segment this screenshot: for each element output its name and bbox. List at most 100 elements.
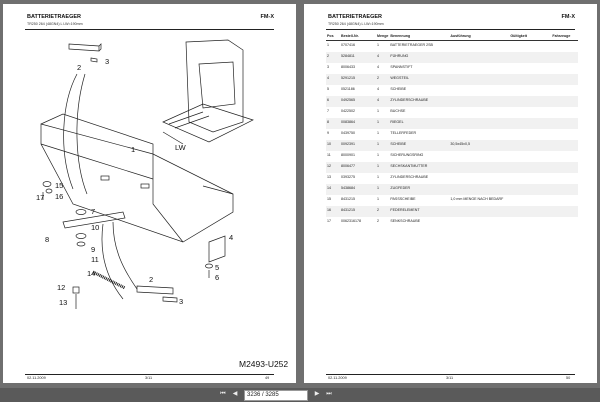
cell-vehicles: [551, 195, 578, 206]
callout-5: 5: [215, 263, 219, 272]
leader-curve-d: [112, 221, 138, 290]
cell-description: SPANNSTIFT: [390, 65, 413, 69]
col-pos: Pos: [326, 32, 340, 41]
cell-description: SECHSKANTMUTTER: [389, 162, 450, 173]
cell-execution: [449, 151, 509, 162]
cell-validity: [509, 217, 551, 228]
cell-validity: [509, 52, 552, 63]
lw-label: LW: [175, 143, 187, 152]
cell-order-number: 0393275: [341, 175, 355, 179]
guide-bar-top-end: [98, 43, 102, 52]
cell-order-number: 0092391: [340, 140, 376, 151]
cell-execution: [449, 107, 509, 118]
cell-order-number: 0439750: [341, 131, 355, 135]
tension-spring: [92, 270, 126, 290]
parts-table: Pos Bestell-Nr. Menge Benennung Ausführu…: [326, 32, 578, 228]
cell-order-number: 8000901: [341, 153, 355, 157]
washer-16: [45, 188, 53, 194]
cell-quantity: 1: [377, 197, 379, 201]
guide-bar-top: [68, 43, 100, 52]
cell-vehicles: [551, 96, 578, 107]
cell-order-number: 0492565: [340, 96, 376, 107]
cell-pos: 14: [326, 184, 340, 195]
cell-order-number: 0083864: [340, 118, 376, 129]
prev-page-icon[interactable]: ◀: [232, 391, 238, 397]
right-footer-page: 50: [566, 376, 571, 380]
cell-quantity: 2: [376, 206, 390, 217]
next-page-icon[interactable]: ▶: [314, 391, 320, 397]
cell-execution: 1,0 mm MENGE NACH BEDARF: [450, 197, 504, 201]
cell-vehicles: [551, 140, 578, 151]
last-page-icon[interactable]: ⏭: [326, 391, 332, 397]
cell-pos: 8: [326, 118, 340, 129]
cell-execution: [449, 85, 509, 96]
cell-validity: [509, 140, 552, 151]
truck-mast-outline: [185, 39, 244, 133]
cell-validity: [509, 118, 552, 129]
cell-pos: 3: [327, 65, 329, 69]
callout-10: 10: [91, 223, 99, 232]
callout-11: 11: [91, 255, 99, 264]
cell-pos: 10: [326, 140, 340, 151]
page-indicator-field[interactable]: 3236 / 3285: [244, 390, 308, 401]
cell-pos: 7: [327, 109, 329, 113]
cell-order-number: 8006433: [341, 65, 355, 69]
cell-execution: [449, 162, 510, 173]
exploded-parts-drawing: 2 3 1 4 5 6 7 8 9 10 11 12 13 14 15 16 1…: [36, 39, 254, 309]
right-header-subtitle: TR250 264 (48GN4) L LW=190mm: [328, 22, 384, 26]
cell-pos: 2: [326, 52, 340, 63]
truck-base-plate: [162, 103, 254, 143]
cell-validity: [509, 206, 552, 217]
first-page-icon[interactable]: ⏮: [220, 391, 226, 397]
left-footer-rule: [25, 374, 274, 375]
callout-7: 7: [91, 207, 95, 216]
cell-vehicles: [551, 129, 578, 140]
cell-pos: 11: [327, 153, 331, 157]
callout-6: 6: [215, 273, 219, 282]
cell-description: WEGSTEIL: [389, 74, 450, 85]
col-description: Benennung: [389, 32, 450, 41]
left-header-rule: [25, 29, 274, 30]
cell-vehicles: [551, 52, 578, 63]
left-header-subtitle: TR250 264 (48GN4) L LW=190mm: [27, 22, 83, 26]
callout-2-bottom: 2: [149, 275, 153, 284]
cell-quantity: 1: [377, 153, 379, 157]
cell-validity: [509, 129, 551, 140]
cell-vehicles: [551, 217, 578, 228]
right-footer-date: 02.11.2009: [328, 376, 347, 380]
callout-17: 17: [36, 193, 44, 202]
callout-2-top: 2: [77, 63, 81, 72]
callout-14: 14: [87, 269, 95, 278]
cell-vehicles: [551, 74, 578, 85]
left-footer-date: 02.11.2009: [27, 376, 46, 380]
cell-quantity: 1: [376, 140, 390, 151]
cell-execution: [449, 63, 509, 74]
col-execution: Ausführung: [449, 32, 510, 41]
parts-table-header: Pos Bestell-Nr. Menge Benennung Ausführu…: [326, 32, 578, 41]
cell-vehicles: [551, 206, 578, 217]
col-quantity: Menge: [376, 32, 390, 41]
cell-description: SCHEIBE: [389, 140, 450, 151]
cell-order-number: 0422502: [341, 109, 355, 113]
cell-execution: [449, 184, 510, 195]
battery-carrier-outline: [40, 123, 234, 243]
cell-quantity: 1: [377, 175, 379, 179]
latch-bar: [62, 211, 126, 229]
cell-description: BATTERIETRAEGER 2SB: [390, 43, 433, 47]
cell-pos: 1: [327, 43, 329, 47]
col-validity: Gültigkeit: [509, 32, 552, 41]
leader-curve-b: [76, 73, 88, 195]
cell-vehicles: [551, 118, 578, 129]
right-header-rule: [326, 29, 575, 30]
cell-validity: [509, 162, 552, 173]
cell-quantity: 4: [377, 87, 379, 91]
